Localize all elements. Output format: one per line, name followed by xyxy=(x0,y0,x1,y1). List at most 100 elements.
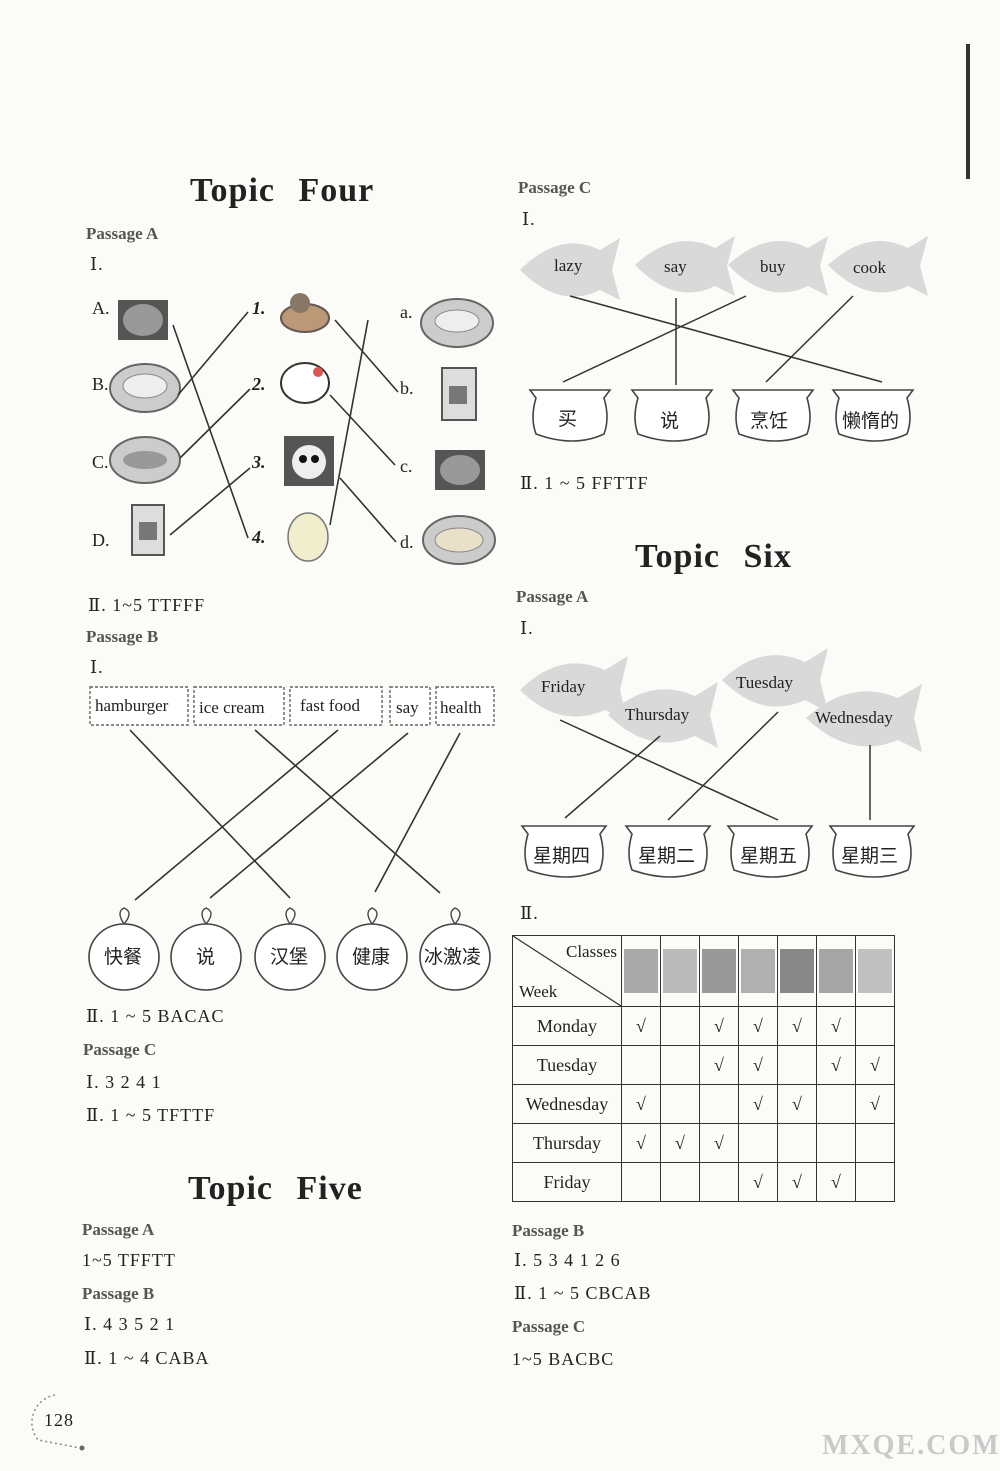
watermark: MXQE.COM xyxy=(822,1430,1000,1461)
class-picture xyxy=(660,935,700,1007)
pot-shape xyxy=(828,825,916,878)
day-cell: Thursday xyxy=(512,1123,622,1163)
mid-label-2: 2. xyxy=(252,374,266,394)
apple-text: 健康 xyxy=(352,946,390,968)
check-cell xyxy=(621,1162,661,1202)
check-cell: √ xyxy=(816,1045,856,1085)
match-line xyxy=(374,732,461,893)
left-label-a: A. xyxy=(92,298,110,318)
page-number: 128 xyxy=(44,1410,74,1430)
fish-shape xyxy=(806,684,922,752)
dumpling-shape xyxy=(122,373,168,399)
fish-word: Wednesday xyxy=(815,708,893,727)
check-cell xyxy=(855,1162,895,1202)
passage-c-part1: Ⅰ. 3 2 4 1 xyxy=(86,1072,162,1092)
apple-text: 冰激凌 xyxy=(424,946,481,968)
match-line xyxy=(339,477,397,543)
t5-passage-a-label: Passage A xyxy=(82,1220,155,1239)
fish-shape xyxy=(520,656,628,722)
word-fast-food: fast food xyxy=(300,696,360,715)
fish-word: lazy xyxy=(554,256,583,275)
right-passage-c-part1: Ⅰ. xyxy=(522,209,536,229)
passage-b-label: Passage B xyxy=(86,627,159,646)
fish-word: say xyxy=(664,257,687,276)
check-cell xyxy=(660,1006,700,1046)
pot-word: 星期五 xyxy=(740,845,797,867)
fish-shape xyxy=(608,682,718,748)
t5-passage-b-label: Passage B xyxy=(82,1284,155,1303)
check-cell: √ xyxy=(777,1162,817,1202)
check-cell xyxy=(816,1084,856,1124)
right-passage-c-label: Passage C xyxy=(518,178,592,197)
class-picture xyxy=(699,935,739,1007)
apple-text: 说 xyxy=(196,946,215,968)
left-label-d: D. xyxy=(92,530,110,550)
class-picture xyxy=(855,935,895,1007)
class-picture xyxy=(738,935,778,1007)
check-cell: √ xyxy=(621,1084,661,1124)
class-picture xyxy=(621,935,661,1007)
egg-shape xyxy=(123,304,163,336)
check-cell xyxy=(660,1162,700,1202)
t5-passage-b-part2: Ⅱ. 1 ~ 4 CABA xyxy=(84,1348,210,1368)
match-line xyxy=(569,295,883,383)
fish-shape xyxy=(123,451,167,469)
check-cell: √ xyxy=(738,1045,778,1085)
pot-shape xyxy=(624,825,712,878)
check-cell: √ xyxy=(699,1045,739,1085)
t6-passage-a-label: Passage A xyxy=(516,587,589,606)
word-box xyxy=(389,686,431,726)
header-classes: Classes xyxy=(566,942,617,961)
pot-shape xyxy=(726,825,814,878)
day-cell: Monday xyxy=(512,1006,622,1046)
day-cell: Wednesday xyxy=(512,1084,622,1124)
check-cell: √ xyxy=(855,1045,895,1085)
match-line xyxy=(329,394,396,466)
right-label-c: c. xyxy=(400,456,413,476)
schedule-table: Classes Week Monday√√√√√Tuesday√√√√Wedne… xyxy=(512,935,895,1202)
match-line xyxy=(564,735,661,819)
check-cell: √ xyxy=(660,1123,700,1163)
mid-label-4: 4. xyxy=(252,527,266,547)
match-line xyxy=(334,319,399,393)
left-label-c: C. xyxy=(92,452,109,472)
fish-shape xyxy=(635,236,735,296)
t5-passage-a-text: 1~5 TFFTT xyxy=(82,1250,176,1270)
check-cell xyxy=(738,1123,778,1163)
fish-word: Thursday xyxy=(625,705,690,724)
apple-stem xyxy=(285,907,296,925)
match-line xyxy=(134,729,339,901)
fish-shape xyxy=(722,648,828,712)
word-box xyxy=(435,686,495,726)
fish-shape xyxy=(828,236,928,296)
check-cell: √ xyxy=(738,1162,778,1202)
right-label-b: b. xyxy=(400,378,414,398)
left-label-b: B. xyxy=(92,374,109,394)
right-label-a: a. xyxy=(400,302,413,322)
check-cell: √ xyxy=(621,1006,661,1046)
milk-label-right xyxy=(449,386,467,404)
match-line xyxy=(562,295,747,383)
fish-word: buy xyxy=(760,257,786,276)
t6-passage-b-label: Passage B xyxy=(512,1221,585,1240)
schedule-body: Monday√√√√√Tuesday√√√√Wednesday√√√√Thurs… xyxy=(512,1006,895,1202)
check-cell xyxy=(855,1123,895,1163)
match-line xyxy=(172,324,249,539)
class-picture xyxy=(816,935,856,1007)
match-line xyxy=(329,319,369,526)
kitty-bow xyxy=(313,367,323,377)
check-cell: √ xyxy=(699,1123,739,1163)
check-cell: √ xyxy=(855,1084,895,1124)
word-box xyxy=(89,686,189,726)
word-box xyxy=(193,686,285,726)
match-line xyxy=(209,732,409,899)
t6-passage-a-part2: Ⅱ. xyxy=(520,903,539,923)
word-box xyxy=(289,686,383,726)
schedule-row: Wednesday√√√√ xyxy=(512,1084,895,1124)
word-say: say xyxy=(396,698,419,717)
t6-passage-c-text: 1~5 BACBC xyxy=(512,1349,615,1369)
schedule-row: Monday√√√√√ xyxy=(512,1006,895,1046)
fish-shape xyxy=(728,236,828,296)
